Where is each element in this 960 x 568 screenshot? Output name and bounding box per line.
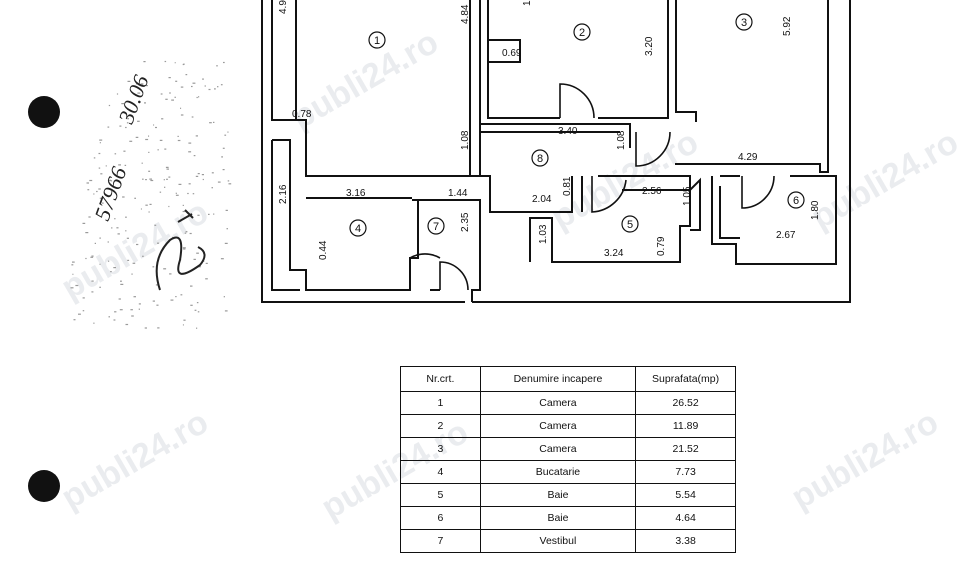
cell-area: 5.54 — [635, 483, 736, 507]
header-area: Suprafata(mp) — [635, 366, 736, 392]
room-label-circle — [573, 23, 591, 41]
dimension-label: 1.44 — [448, 188, 468, 199]
room-label-circle — [621, 215, 639, 233]
dimension-label: 0.78 — [292, 109, 312, 120]
cell-area: 21.52 — [635, 437, 736, 461]
cell-nr: 4 — [400, 460, 481, 484]
dimension-label: 3.24 — [604, 248, 624, 259]
room-number: 4 — [355, 223, 361, 235]
table-header-row: Nr.crt. Denumire incapere Suprafata(mp) — [400, 366, 736, 392]
handwritten-signature — [155, 209, 206, 291]
cell-room-name: Baie — [479, 483, 637, 507]
watermark: publi24.ro — [785, 403, 945, 517]
room-label: 2 — [573, 23, 591, 41]
room-number: 5 — [627, 219, 633, 231]
room-label: 5 — [621, 215, 639, 233]
cell-room-name: Vestibul — [479, 529, 637, 553]
cell-nr: 3 — [400, 437, 481, 461]
room-label-circle — [349, 219, 367, 237]
dimension-label: 0.79 — [656, 236, 667, 256]
dimension-label: 4.94 — [278, 0, 289, 14]
room-number: 3 — [741, 17, 747, 29]
cell-area: 11.89 — [635, 414, 736, 438]
cell-nr: 7 — [400, 529, 481, 553]
room-number: 6 — [793, 195, 799, 207]
dimension-label: 1.03 — [538, 224, 549, 244]
cell-nr: 1 — [400, 391, 481, 415]
dimension-label: 2.35 — [460, 212, 471, 232]
dimension-label: 2.04 — [532, 194, 552, 205]
room-label: 6 — [787, 191, 805, 209]
room-label-circle — [368, 31, 386, 49]
room-number: 7 — [433, 221, 439, 233]
dimension-label: 2.67 — [776, 230, 796, 241]
dimension-label: 1.08 — [460, 130, 471, 150]
cell-area: 26.52 — [635, 391, 736, 415]
watermark: publi24.ro — [55, 403, 215, 517]
dimension-label: 4.84 — [460, 4, 471, 24]
header-nr: Nr.crt. — [400, 366, 481, 392]
cell-nr: 6 — [400, 506, 481, 530]
room-label-circle — [735, 13, 753, 31]
room-label: 7 — [427, 217, 445, 235]
binder-hole-top — [28, 96, 60, 128]
cell-area: 3.38 — [635, 529, 736, 553]
cell-room-name: Bucatarie — [479, 460, 637, 484]
room-label: 1 — [368, 31, 386, 49]
cell-nr: 2 — [400, 414, 481, 438]
dimension-label: 0.69 — [502, 48, 522, 59]
dimension-label: 2.56 — [642, 186, 662, 197]
cell-room-name: Camera — [479, 391, 637, 415]
dimension-label: 0.81 — [562, 176, 573, 196]
room-label-circle — [787, 191, 805, 209]
cell-room-name: Camera — [479, 414, 637, 438]
handwritten-number: 57966 — [89, 163, 131, 223]
dimension-label: 1.80 — [810, 200, 821, 220]
area-table: Nr.crt. Denumire incapere Suprafata(mp) … — [400, 366, 736, 553]
binder-hole-bottom — [28, 470, 60, 502]
dimension-label: 1.5 — [522, 0, 533, 6]
room-label: 8 — [531, 149, 549, 167]
dimension-label: 2.16 — [278, 184, 289, 204]
room-label: 3 — [735, 13, 753, 31]
cell-nr: 5 — [400, 483, 481, 507]
cell-room-name: Camera — [479, 437, 637, 461]
dimension-label: 1.08 — [616, 130, 627, 150]
handwritten-date: 30.06 — [113, 72, 154, 128]
dimension-label: 5.92 — [782, 16, 793, 36]
walls — [261, 0, 851, 303]
dimension-label: 4.29 — [738, 152, 758, 163]
room-label-circle — [531, 149, 549, 167]
room-number: 1 — [374, 35, 380, 47]
watermark: publi24.ro — [55, 193, 215, 307]
cell-area: 7.73 — [635, 460, 736, 484]
dimension-label: 0.44 — [318, 240, 329, 260]
header-room-name: Denumire incapere — [479, 366, 637, 392]
room-label: 4 — [349, 219, 367, 237]
dimension-label: 1.05 — [682, 186, 693, 206]
dimension-label: 3.20 — [644, 36, 655, 56]
dimension-label: 3.16 — [346, 188, 366, 199]
room-label-circle — [427, 217, 445, 235]
cell-area: 4.64 — [635, 506, 736, 530]
cell-room-name: Baie — [479, 506, 637, 530]
room-number: 2 — [579, 27, 585, 39]
room-number: 8 — [537, 153, 543, 165]
doors — [409, 83, 775, 291]
dimension-label: 3.40 — [558, 126, 578, 137]
